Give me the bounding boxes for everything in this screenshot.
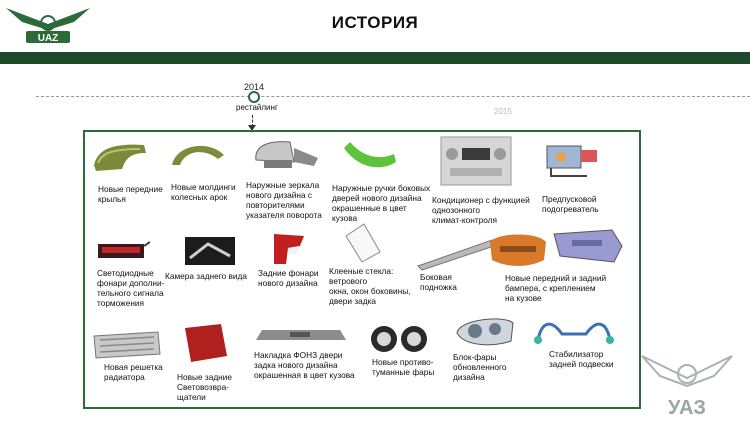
timeline-marker (248, 91, 260, 103)
rear-lamp-icon (274, 234, 304, 264)
front-fender-icon (94, 144, 146, 171)
item-label-rear-camera: Камера заднего вида (165, 271, 248, 281)
side-mirror-icon (255, 141, 318, 168)
item-label-front-fenders: Новые передние крылья (98, 184, 163, 204)
header-band (0, 52, 750, 64)
item-label-preheater: Предпусковой подогреватель (542, 194, 599, 214)
side-step-icon (417, 239, 495, 271)
timeline-marker-label: рестайлинг (236, 103, 278, 112)
rear-camera-icon (185, 237, 235, 265)
license-lamp-cover-icon (256, 330, 346, 340)
headlight-icon (456, 318, 514, 346)
item-label-door-handles: Наружные ручки боковых дверей нового диз… (332, 183, 431, 223)
item-label-brake-lights: Светодиодные фонари дополни- тельного си… (97, 268, 165, 308)
wheel-arch-molding-icon (172, 145, 224, 165)
glass-icon (345, 223, 381, 263)
item-label-wheel-moldings: Новые молдинги колесных арок (171, 182, 236, 202)
item-label-rear-lamps: Задние фонари нового дизайна (258, 268, 319, 288)
slide-header: UAZ ИСТОРИЯ (0, 0, 750, 52)
item-label-grille: Новая решетка радиатора (104, 362, 163, 382)
uaz-watermark-icon: УАЗ (641, 355, 733, 419)
arrow-down-icon (248, 125, 256, 131)
door-handle-icon (344, 142, 396, 168)
bumper-icon (490, 234, 546, 266)
preheater-icon (546, 145, 597, 177)
item-label-headlights: Блок-фары обновленного дизайна (453, 352, 507, 382)
stabilizer-icon (534, 322, 614, 344)
radiator-grille-icon (93, 331, 161, 359)
item-label-climate-control: Кондиционер с функцией однозонного клима… (432, 195, 530, 225)
timeline-year-2015: 2015 (494, 107, 512, 116)
brake-light-icon (98, 241, 150, 258)
timeline-year-2014: 2014 (244, 82, 265, 92)
item-label-bumpers: Новые передний и задний бампера, с крепл… (505, 273, 607, 303)
reflector-icon (185, 324, 227, 362)
features-frame (83, 130, 641, 409)
item-label-fog-lights: Новые противо- туманные фары (372, 357, 435, 377)
fog-light-icon (371, 326, 427, 352)
timeline-line (36, 96, 750, 97)
item-label-side-step: Боковая подножка (420, 272, 457, 292)
rear-bumper-icon (553, 229, 623, 263)
page-title: ИСТОРИЯ (331, 13, 419, 32)
item-label-glued-glass: Клееные стекла: ветрового окна, окон бок… (329, 266, 411, 306)
climate-control-icon (440, 136, 512, 186)
timeline-arrow (252, 115, 253, 127)
svg-text:УАЗ: УАЗ (668, 397, 706, 419)
uaz-logo-icon: UAZ (6, 8, 90, 44)
svg-text:UAZ: UAZ (38, 33, 59, 44)
item-label-mirrors: Наружные зеркала нового дизайна с повтор… (246, 180, 322, 220)
item-label-stabilizer: Стабилизатор задней подвески (549, 349, 614, 369)
item-label-reflectors: Новые задние Световозвра- щатели (177, 372, 232, 402)
item-label-license-lamp: Накладка ФОНЗ двери задка нового дизайна… (254, 350, 355, 380)
